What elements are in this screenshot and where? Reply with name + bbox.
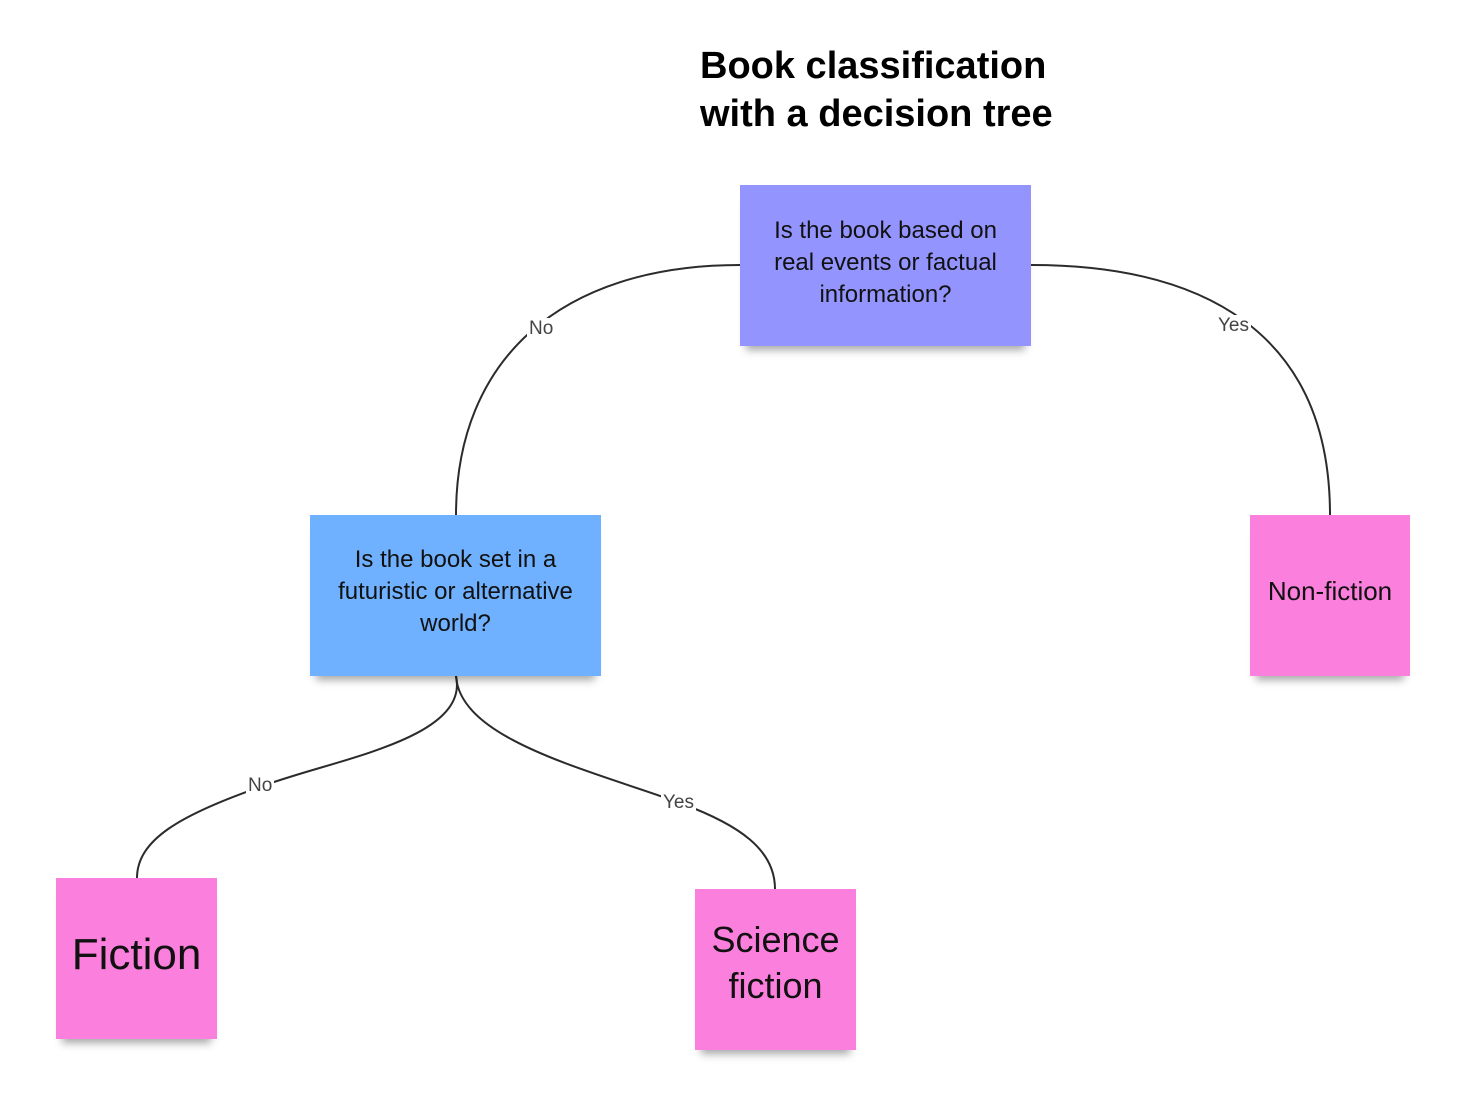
leaf-nonfiction-node[interactable]: Non-fiction [1250,515,1410,676]
connector-root-to-nonfiction[interactable] [1030,264,1331,516]
leaf-fiction-node[interactable]: Fiction [56,878,217,1039]
second-question-node[interactable]: Is the book set in a futuristic or alter… [310,515,601,676]
diagram-title-line-2: with a decision tree [700,93,1053,135]
diagram-title-line-1: Book classification [700,45,1047,87]
connector-second-to-fiction[interactable] [136,675,458,879]
root-question-text: Is the book based on real events or fact… [774,217,997,308]
diagram-title: Book classification with a decision tree [700,42,1120,138]
connector-root-to-second[interactable] [455,264,741,516]
leaf-scifi-text: Science fiction [711,919,840,1006]
edge-label-root-no: No [527,318,556,340]
edge-label-second-yes: Yes [661,792,696,814]
edge-label-root-yes: Yes [1216,315,1251,337]
root-question-node[interactable]: Is the book based on real events or fact… [740,185,1031,346]
leaf-fiction-text: Fiction [71,930,202,979]
leaf-scifi-node[interactable]: Science fiction [695,889,856,1050]
connector-second-to-scifi[interactable] [455,675,776,890]
second-question-text: Is the book set in a futuristic or alter… [338,546,573,637]
leaf-nonfiction-text: Non-fiction [1267,576,1393,606]
edge-label-second-no: No [246,775,275,797]
